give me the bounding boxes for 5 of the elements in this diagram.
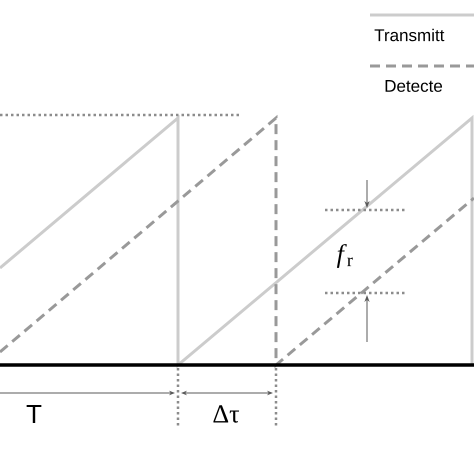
legend-label: Detecte bbox=[386, 80, 442, 92]
dimension-label: f$_{r}$ bbox=[336, 244, 353, 268]
dimension-label: T bbox=[26, 405, 42, 423]
dimension-label: Δτ bbox=[213, 405, 240, 423]
legend-label: Transmitt bbox=[374, 28, 444, 42]
